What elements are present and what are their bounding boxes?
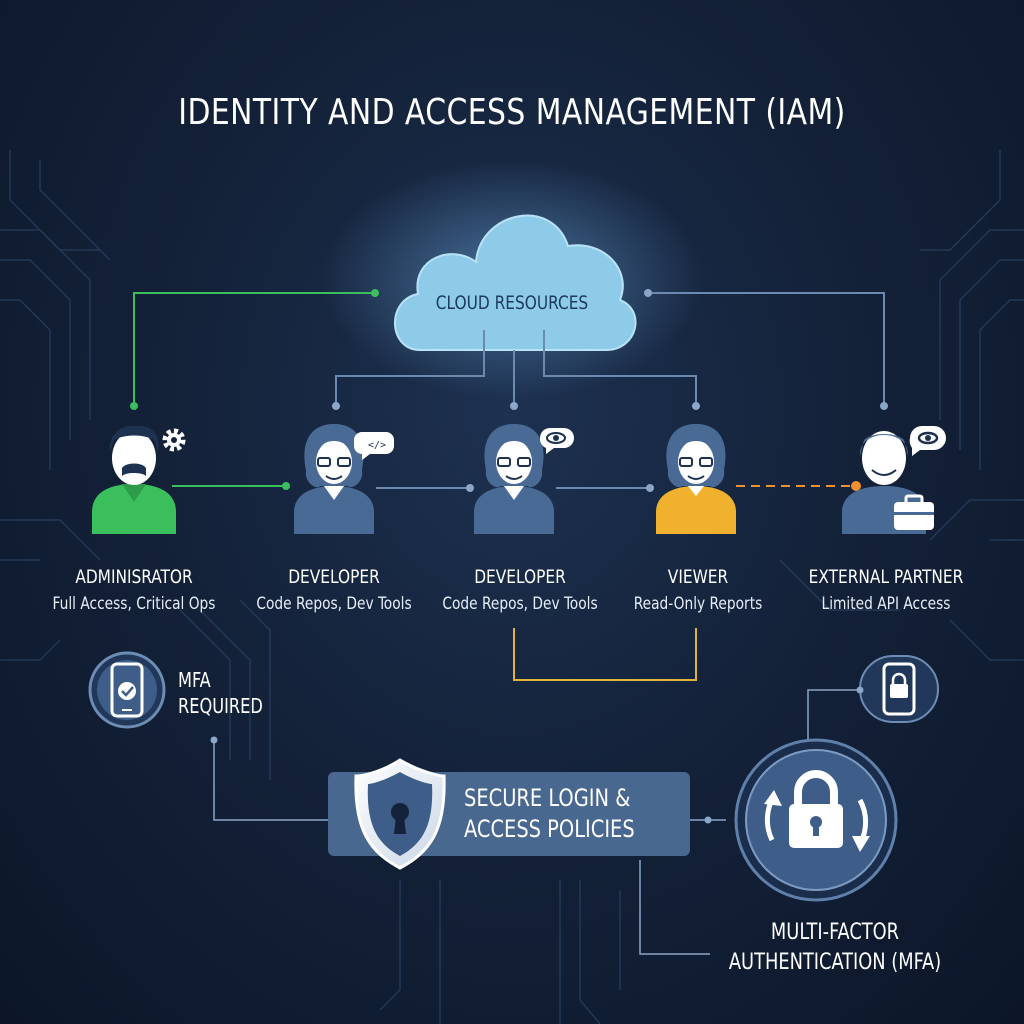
policies-label: SECURE LOGIN & ACCESS POLICIES xyxy=(464,783,635,845)
circuit-traces-bottom xyxy=(379,880,621,1024)
role-name-developer-1: DEVELOPER xyxy=(288,566,380,588)
viewer-link xyxy=(513,628,697,681)
phone-check-icon xyxy=(88,651,166,729)
cloud-resources-label: CLOUD RESOURCES xyxy=(435,292,589,314)
role-desc-developer-2: Code Repos, Dev Tools xyxy=(442,594,598,614)
mfa-line2: AUTHENTICATION (MFA) xyxy=(728,950,942,975)
policy-connection-dots xyxy=(210,686,864,824)
role-desc-admin: Full Access, Critical Ops xyxy=(52,594,216,614)
mfa-label: MULTI-FACTOR AUTHENTICATION (MFA) xyxy=(714,918,957,978)
shield-icon xyxy=(354,758,446,870)
role-desc-viewer: Read-Only Reports xyxy=(633,594,763,614)
page-title: IDENTITY AND ACCESS MANAGEMENT (IAM) xyxy=(178,92,846,133)
developer-2-avatar xyxy=(474,424,554,534)
user-connections xyxy=(172,485,856,489)
mfa-lock-icon xyxy=(734,738,898,902)
partner-eye-icon xyxy=(909,426,946,456)
mfa-required-label: MFA REQUIRED xyxy=(178,667,263,719)
admin-avatar xyxy=(92,425,176,534)
mfa-required-line2: REQUIRED xyxy=(178,694,263,718)
role-name-partner: EXTERNAL PARTNER xyxy=(808,566,964,588)
circuit-traces-left xyxy=(0,150,271,780)
role-name-admin: ADMINISRATOR xyxy=(75,566,193,588)
mfa-line1: MULTI-FACTOR xyxy=(770,920,900,945)
cloud-connections xyxy=(133,292,885,406)
cloud-connection-dots xyxy=(130,289,888,410)
viewer-avatar xyxy=(656,424,736,534)
role-name-viewer: VIEWER xyxy=(667,566,729,588)
role-desc-partner: Limited API Access xyxy=(821,594,951,614)
policies-line1: SECURE LOGIN & xyxy=(464,784,631,812)
role-name-developer-2: DEVELOPER xyxy=(474,566,566,588)
user-connection-dots xyxy=(282,481,861,492)
gear-icon xyxy=(162,428,186,452)
phone-lock-icon xyxy=(859,655,939,723)
cloud-icon xyxy=(394,214,637,351)
developer-1-avatar xyxy=(294,424,374,534)
svg-text:</>: </> xyxy=(368,440,386,451)
code-icon: </> xyxy=(354,432,394,460)
role-desc-developer-1: Code Repos, Dev Tools xyxy=(256,594,412,614)
policies-line2: ACCESS POLICIES xyxy=(464,815,635,843)
circuit-traces-right xyxy=(779,150,1024,661)
mfa-required-line1: MFA xyxy=(178,668,211,692)
eye-icon xyxy=(539,428,574,454)
partner-avatar xyxy=(842,431,934,534)
